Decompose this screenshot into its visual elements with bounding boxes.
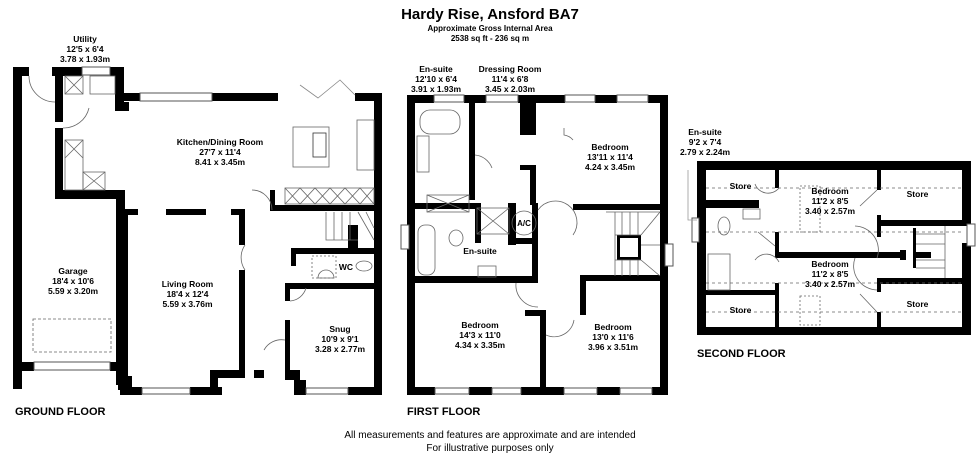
wall bbox=[13, 67, 22, 389]
floor-label-second: SECOND FLOOR bbox=[697, 348, 786, 360]
room-label-ac: A/C bbox=[517, 219, 531, 228]
room-label-store-1: Store bbox=[729, 181, 752, 191]
disclaimer-line-1: All measurements and features are approx… bbox=[344, 430, 636, 441]
room-label-store-3: Store bbox=[729, 305, 752, 315]
total-area: 2538 sq ft - 236 sq m bbox=[450, 34, 530, 43]
room-label-en-suite-2: En-suite bbox=[463, 246, 497, 256]
disclaimer-line-2: For illustrative purposes only bbox=[426, 443, 554, 454]
room-label-wc: WC bbox=[338, 262, 354, 272]
floor-label-first: FIRST FLOOR bbox=[407, 406, 481, 418]
plan-subtitle: Approximate Gross Internal Area bbox=[427, 24, 553, 33]
room-label-store-4: Store bbox=[906, 299, 929, 309]
plan-title: Hardy Rise, Ansford BA7 bbox=[401, 6, 579, 23]
floor-label-ground: GROUND FLOOR bbox=[15, 406, 106, 418]
room-label-store-2: Store bbox=[906, 189, 929, 199]
